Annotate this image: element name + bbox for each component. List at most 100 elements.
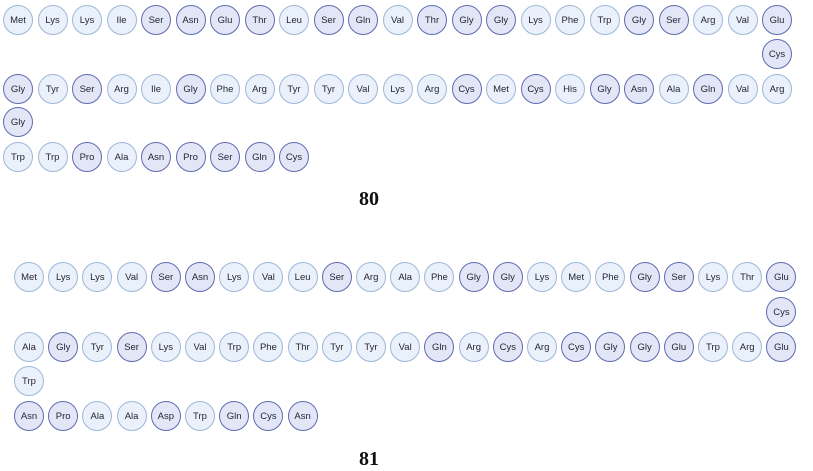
residue-arg: Arg bbox=[693, 5, 723, 35]
residue-cys: Cys bbox=[253, 401, 284, 431]
residue-ser: Ser bbox=[658, 5, 689, 35]
residue-trp: Trp bbox=[37, 142, 68, 172]
residue-tyr: Tyr bbox=[37, 74, 68, 104]
residue-glu: Glu bbox=[766, 332, 797, 362]
residue-ser: Ser bbox=[321, 262, 352, 292]
residue-val: Val bbox=[185, 332, 215, 362]
residue-lys: Lys bbox=[219, 262, 250, 292]
residue-thr: Thr bbox=[417, 5, 447, 35]
residue-gly: Gly bbox=[589, 74, 620, 104]
residue-cys: Cys bbox=[279, 142, 309, 172]
residue-trp: Trp bbox=[698, 332, 728, 362]
residue-val: Val bbox=[727, 74, 758, 104]
residue-arg: Arg bbox=[106, 74, 137, 104]
residue-met: Met bbox=[486, 74, 516, 104]
residue-gln: Gln bbox=[693, 74, 723, 104]
residue-tyr: Tyr bbox=[321, 332, 352, 362]
residue-gly: Gly bbox=[175, 74, 206, 104]
residue-met: Met bbox=[561, 262, 592, 292]
residue-lys: Lys bbox=[150, 332, 181, 362]
residue-his: His bbox=[555, 74, 585, 104]
residue-pro: Pro bbox=[48, 401, 79, 431]
residue-gly: Gly bbox=[624, 5, 654, 35]
residue-gly: Gly bbox=[629, 262, 660, 292]
residue-ser: Ser bbox=[663, 262, 694, 292]
residue-tyr: Tyr bbox=[279, 74, 309, 104]
residue-gly: Gly bbox=[595, 332, 626, 362]
residue-phe: Phe bbox=[555, 5, 585, 35]
residue-thr: Thr bbox=[732, 262, 763, 292]
residue-arg: Arg bbox=[417, 74, 447, 104]
residue-val: Val bbox=[382, 5, 413, 35]
residue-ala: Ala bbox=[82, 401, 113, 431]
residue-ser: Ser bbox=[72, 74, 102, 104]
residue-thr: Thr bbox=[244, 5, 275, 35]
residue-val: Val bbox=[348, 74, 378, 104]
residue-cys: Cys bbox=[520, 74, 551, 104]
residue-tyr: Tyr bbox=[313, 74, 344, 104]
residue-arg: Arg bbox=[356, 262, 386, 292]
residue-arg: Arg bbox=[458, 332, 489, 362]
residue-lys: Lys bbox=[48, 262, 79, 292]
residue-gly: Gly bbox=[3, 107, 33, 137]
residue-arg: Arg bbox=[732, 332, 763, 362]
residue-asn: Asn bbox=[141, 142, 171, 172]
residue-arg: Arg bbox=[244, 74, 275, 104]
residue-met: Met bbox=[3, 5, 33, 35]
residue-arg: Arg bbox=[527, 332, 557, 362]
residue-met: Met bbox=[14, 262, 44, 292]
residue-lys: Lys bbox=[698, 262, 728, 292]
residue-pro: Pro bbox=[175, 142, 206, 172]
residue-gln: Gln bbox=[244, 142, 275, 172]
residue-arg: Arg bbox=[762, 74, 792, 104]
residue-val: Val bbox=[390, 332, 421, 362]
residue-lys: Lys bbox=[72, 5, 102, 35]
residue-trp: Trp bbox=[185, 401, 215, 431]
residue-asn: Asn bbox=[185, 262, 215, 292]
residue-ser: Ser bbox=[116, 332, 147, 362]
residue-trp: Trp bbox=[589, 5, 620, 35]
residue-phe: Phe bbox=[210, 74, 240, 104]
residue-lys: Lys bbox=[527, 262, 557, 292]
residue-ala: Ala bbox=[390, 262, 421, 292]
residue-cys: Cys bbox=[451, 74, 482, 104]
residue-lys: Lys bbox=[520, 5, 551, 35]
residue-gly: Gly bbox=[629, 332, 660, 362]
residue-gln: Gln bbox=[219, 401, 250, 431]
residue-cys: Cys bbox=[762, 39, 792, 69]
residue-ala: Ala bbox=[658, 74, 689, 104]
residue-ser: Ser bbox=[210, 142, 240, 172]
residue-tyr: Tyr bbox=[356, 332, 386, 362]
residue-ala: Ala bbox=[14, 332, 44, 362]
residue-pro: Pro bbox=[72, 142, 102, 172]
residue-gly: Gly bbox=[486, 5, 516, 35]
residue-tyr: Tyr bbox=[82, 332, 113, 362]
residue-gly: Gly bbox=[458, 262, 489, 292]
residue-ala: Ala bbox=[116, 401, 147, 431]
residue-gly: Gly bbox=[48, 332, 79, 362]
residue-lys: Lys bbox=[82, 262, 113, 292]
residue-lys: Lys bbox=[37, 5, 68, 35]
residue-val: Val bbox=[116, 262, 147, 292]
residue-cys: Cys bbox=[766, 297, 797, 327]
residue-trp: Trp bbox=[3, 142, 33, 172]
residue-ala: Ala bbox=[106, 142, 137, 172]
residue-asn: Asn bbox=[175, 5, 206, 35]
residue-asp: Asp bbox=[150, 401, 181, 431]
compound-label: 81 bbox=[359, 448, 379, 470]
residue-ile: Ile bbox=[106, 5, 137, 35]
residue-leu: Leu bbox=[279, 5, 309, 35]
residue-phe: Phe bbox=[253, 332, 284, 362]
residue-val: Val bbox=[253, 262, 284, 292]
residue-asn: Asn bbox=[624, 74, 654, 104]
residue-phe: Phe bbox=[595, 262, 626, 292]
residue-gln: Gln bbox=[424, 332, 455, 362]
residue-ser: Ser bbox=[313, 5, 344, 35]
residue-glu: Glu bbox=[762, 5, 792, 35]
residue-glu: Glu bbox=[663, 332, 694, 362]
residue-trp: Trp bbox=[14, 366, 44, 396]
residue-gln: Gln bbox=[348, 5, 378, 35]
residue-val: Val bbox=[727, 5, 758, 35]
residue-asn: Asn bbox=[14, 401, 44, 431]
residue-cys: Cys bbox=[561, 332, 592, 362]
